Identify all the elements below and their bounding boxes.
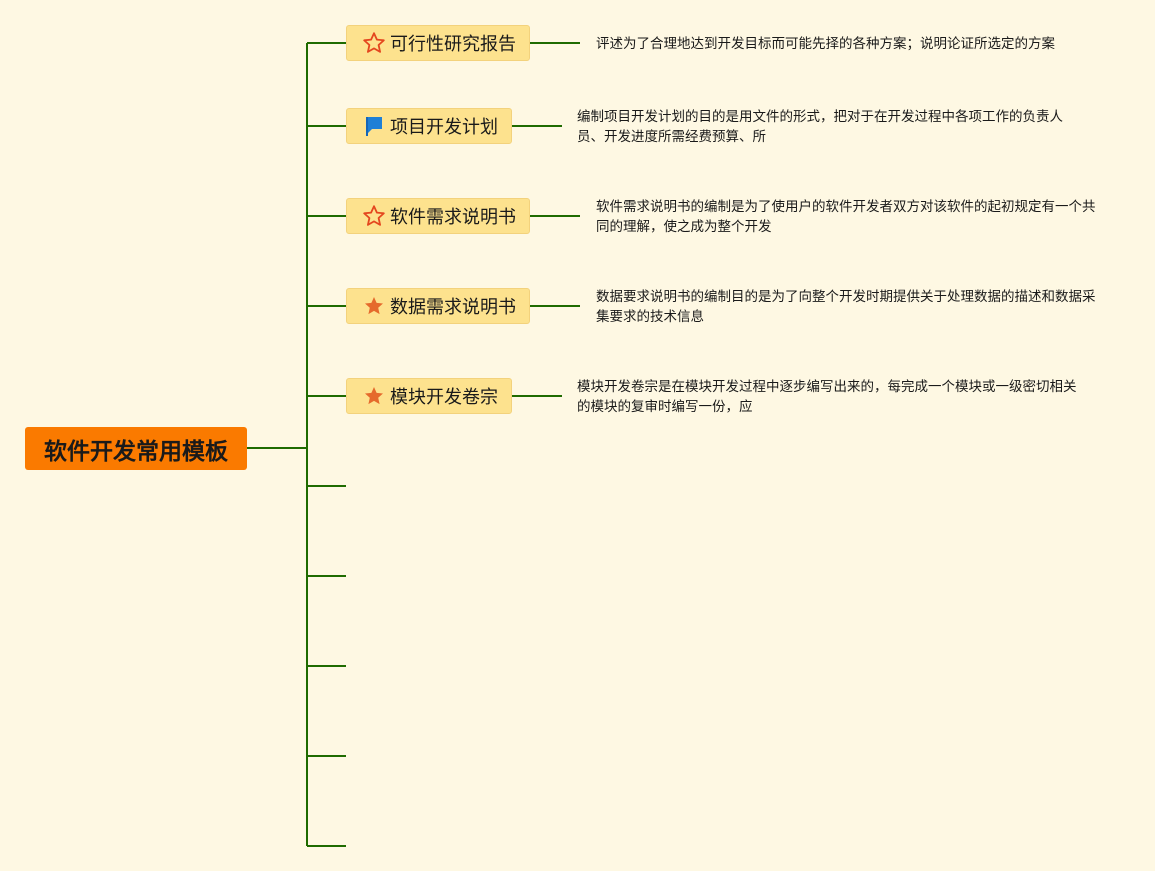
star-filled-icon — [362, 294, 386, 318]
topic-note: 评述为了合理地达到开发目标而可能先择的各种方案；说明论证所选定的方案 — [596, 36, 1055, 52]
topic-label: 数据需求说明书 — [390, 297, 516, 318]
root-topic-label: 软件开发常用模板 — [44, 438, 228, 465]
topic-feasibility-report[interactable]: 可行性研究报告 — [346, 25, 530, 61]
topic-label: 可行性研究报告 — [390, 34, 516, 55]
topic-data-requirements[interactable]: 数据需求说明书 — [346, 288, 530, 324]
topic-note: 模块开发卷宗是在模块开发过程中逐步编写出来的，每完成一个模块或一级密切相关的模块… — [577, 379, 1077, 415]
topic-note: 编制项目开发计划的目的是用文件的形式，把对于在开发过程中各项工作的负责人员、开发… — [577, 109, 1063, 145]
topic-label: 软件需求说明书 — [390, 207, 516, 228]
topic-note: 数据要求说明书的编制目的是为了向整个开发时期提供关于处理数据的描述和数据采集要求… — [596, 289, 1096, 325]
topic-label: 项目开发计划 — [390, 117, 498, 138]
topic-project-plan[interactable]: 项目开发计划 — [346, 108, 512, 144]
blue-flag-icon — [362, 114, 386, 138]
star-filled-icon — [362, 384, 386, 408]
topic-label: 模块开发卷宗 — [390, 387, 498, 408]
topic-software-requirements[interactable]: 软件需求说明书 — [346, 198, 530, 234]
star-outline-icon — [362, 31, 386, 55]
topic-module-dossier[interactable]: 模块开发卷宗 — [346, 378, 512, 414]
star-outline-icon — [362, 204, 386, 228]
topic-note: 软件需求说明书的编制是为了使用户的软件开发者双方对该软件的起初规定有一个共同的理… — [596, 199, 1096, 235]
root-topic[interactable]: 软件开发常用模板 — [25, 427, 247, 470]
